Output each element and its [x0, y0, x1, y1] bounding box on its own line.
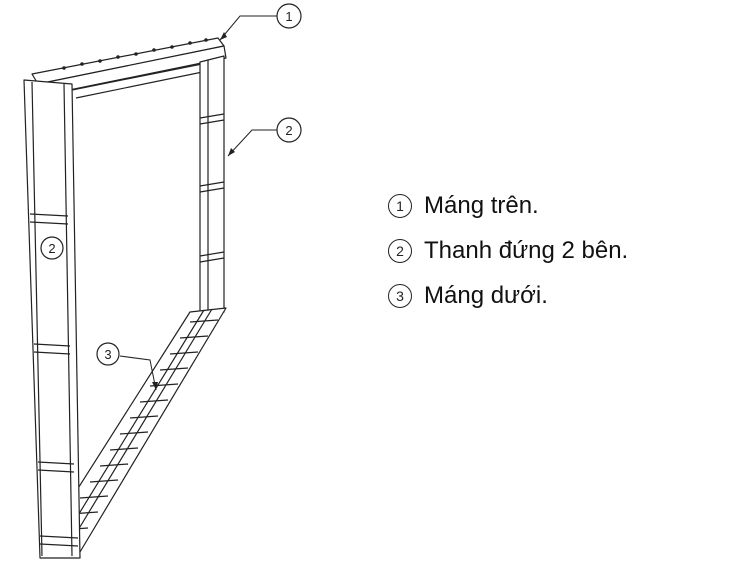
legend-number: 3	[388, 283, 412, 308]
legend-label: Máng trên.	[424, 191, 539, 219]
legend-label: Thanh đứng 2 bên.	[424, 236, 629, 264]
svg-text:3: 3	[104, 347, 111, 362]
svg-text:2: 2	[48, 241, 55, 256]
legend-item-vertical-studs: 2 Thanh đứng 2 bên.	[388, 228, 628, 273]
svg-text:1: 1	[285, 9, 292, 24]
top-channel	[31, 37, 227, 99]
right-vertical-stud	[199, 55, 225, 319]
callout-1: 1	[276, 3, 302, 29]
legend-number: 1	[388, 193, 412, 218]
callout-2-left: 2	[40, 236, 64, 260]
legend: 1 Máng trên. 2 Thanh đứng 2 bên. 3 Máng …	[388, 183, 628, 318]
bottom-channel	[41, 307, 227, 553]
svg-text:2: 2	[285, 123, 292, 138]
callout-2-right: 2	[276, 117, 302, 143]
legend-item-top-channel: 1 Máng trên.	[388, 183, 628, 228]
leader-line-2-right	[227, 129, 277, 157]
legend-item-bottom-channel: 3 Máng dưới.	[388, 273, 628, 318]
callout-3: 3	[96, 342, 120, 366]
leader-line-1	[219, 15, 277, 41]
left-vertical-stud	[23, 79, 81, 559]
legend-label: Máng dưới.	[424, 281, 548, 309]
leader-line-3	[119, 355, 157, 391]
legend-number: 2	[388, 238, 412, 263]
